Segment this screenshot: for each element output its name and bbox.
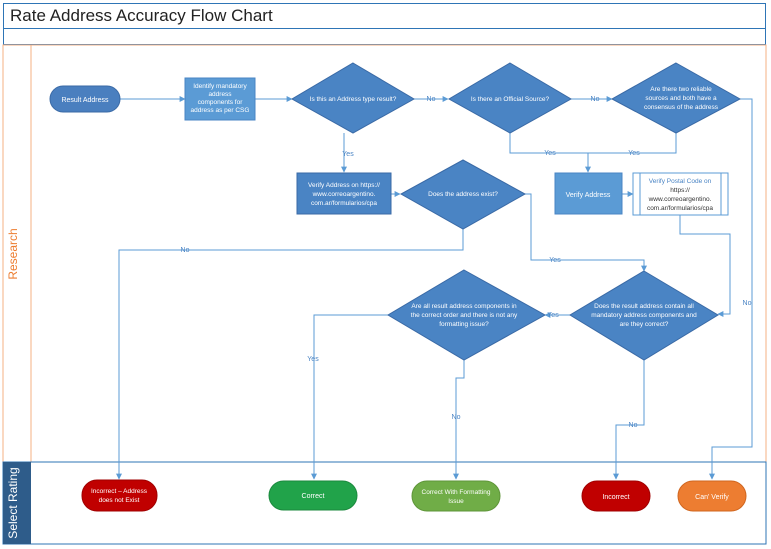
edge-postal-qcomponents (679, 215, 731, 317)
q-components-line-1: Does the result address contain all (594, 303, 694, 310)
decision-address-type: Is this an Address type result? (290, 62, 416, 134)
decision-two-sources: Are there two reliable sources and both … (610, 62, 742, 134)
label-no-qtype: No (427, 96, 436, 103)
q-exist-label: Does the address exist? (428, 191, 498, 198)
edge-qorder-correct (311, 314, 388, 480)
not-exist-line-2: does not Exist (99, 497, 140, 504)
q-two-line-1: Are there two reliable (650, 86, 712, 93)
q-components-line-2: mandatory address components and (591, 312, 697, 319)
edge-qtwo-cantverify (709, 98, 753, 480)
start-node: Result Address (49, 85, 121, 113)
start-label: Result Address (61, 97, 109, 104)
label-no-qcomponents: No (629, 422, 638, 429)
edge-labels: No No Yes Yes Yes No Yes No Yes Yes No N… (181, 96, 752, 429)
not-exist-line-1: Incorrect – Address (91, 488, 148, 495)
q-type-label: Is this an Address type result? (310, 96, 397, 103)
edge-qexist-notexist (116, 229, 464, 480)
label-yes-qtype: Yes (342, 151, 354, 158)
cant-verify-label: Can' Verify (695, 494, 729, 501)
edge-qofficial-verify (509, 133, 591, 173)
correct-formatting-line-1: Correct With Formatting (422, 489, 491, 496)
research-lane-label: Research (6, 228, 20, 279)
postal-line-1: Verify Postal Code on (649, 178, 712, 185)
q-two-line-3: consensus of the address (644, 104, 719, 111)
verify-address-process: Verify Address (554, 172, 623, 215)
rating-lane-label: Select Rating (6, 467, 20, 538)
identify-line-4: address as per CSG (191, 107, 250, 114)
outcome-correct-formatting: Correct With Formatting Issue (411, 480, 501, 512)
postal-line-2: https:// (670, 187, 690, 194)
verify-address-label: Verify Address (566, 192, 611, 199)
label-yes-qorder: Yes (307, 356, 319, 363)
decision-components: Does the result address contain all mand… (569, 270, 719, 361)
verify-on-line-3: com.ar/formularios/cpa (311, 200, 377, 207)
correct-formatting-line-2: Issue (448, 498, 464, 505)
outcome-incorrect: Incorrect (581, 480, 651, 512)
label-no-qorder: No (452, 414, 461, 421)
identify-line-1: Identify mandatory (193, 83, 247, 90)
outcome-correct: Correct (268, 480, 358, 511)
q-components-line-3: are they correct? (620, 321, 669, 328)
verify-postal-process: Verify Postal Code on https:// www.corre… (632, 172, 729, 216)
postal-line-3: www.correoargentino. (648, 196, 712, 203)
incorrect-label: Incorrect (602, 494, 629, 501)
label-yes-qofficial: Yes (544, 150, 556, 157)
outcome-cant-verify: Can' Verify (677, 480, 747, 512)
q-order-line-2: the correct order and there is not any (411, 312, 518, 319)
label-no-qexist: No (181, 247, 190, 254)
page-title: Rate Address Accuracy Flow Chart (10, 6, 273, 25)
decision-official-source: Is there an Official Source? (447, 62, 573, 134)
verify-address-on-process: Verify Address on https:// www.correoarg… (296, 172, 392, 215)
rating-lane-header (3, 462, 31, 544)
outcome-not-exist: Incorrect – Address does not Exist (81, 479, 158, 512)
label-yes-qcomponents: Yes (547, 312, 559, 319)
verify-on-line-1: Verify Address on https:// (308, 182, 380, 189)
q-order-line-3: formatting issue? (439, 321, 489, 328)
edge-qexist-qcomponents (519, 193, 647, 272)
label-no-qofficial: No (591, 96, 600, 103)
q-order-line-1: Are all result address components in (411, 303, 517, 310)
connectors (116, 96, 753, 480)
verify-on-line-2: www.correoargentino. (312, 191, 376, 198)
label-no-qtwo: No (743, 300, 752, 307)
identify-process: Identify mandatory address components fo… (184, 77, 256, 121)
edge-qtwo-verify (588, 133, 677, 154)
title-bar: Rate Address Accuracy Flow Chart (3, 3, 766, 29)
q-two-line-2: sources and both have a (645, 95, 717, 102)
correct-label: Correct (302, 493, 325, 500)
edge-qorder-correctformatting (453, 360, 465, 480)
q-official-label: Is there an Official Source? (471, 96, 550, 103)
postal-line-4: com.ar/formularios/cpa (647, 205, 713, 212)
label-yes-qexist: Yes (549, 257, 561, 264)
label-yes-qtwo: Yes (628, 150, 640, 157)
decision-order: Are all result address components in the… (387, 269, 547, 361)
identify-line-2: address (208, 91, 232, 98)
identify-line-3: components for (198, 99, 244, 106)
decision-address-exist: Does the address exist? (399, 159, 527, 230)
edge-qcomponents-incorrect (613, 360, 645, 480)
